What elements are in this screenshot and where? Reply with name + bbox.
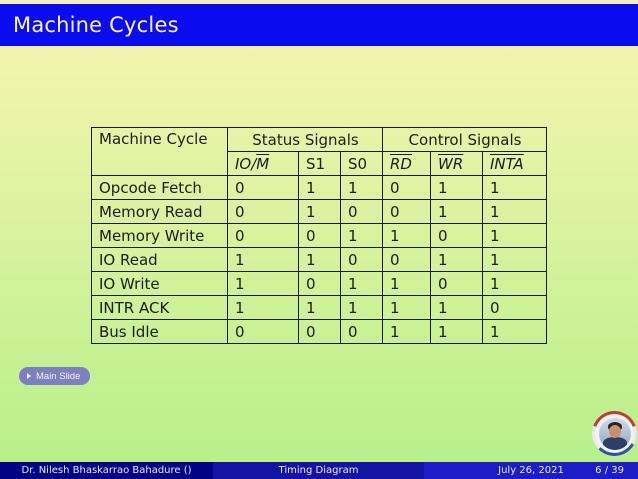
signal-value-cell: 0 bbox=[340, 319, 383, 344]
signal-header: RD bbox=[382, 151, 431, 176]
play-triangle-icon bbox=[27, 373, 31, 379]
column-group-control-signals: Control Signals bbox=[382, 127, 547, 152]
machine-cycle-name: Memory Write bbox=[91, 223, 228, 248]
signal-header: S0 bbox=[340, 151, 383, 176]
signal-value-cell: 0 bbox=[298, 223, 341, 248]
signal-value-cell: 0 bbox=[340, 199, 383, 224]
machine-cycle-name: IO Write bbox=[91, 271, 228, 296]
signal-value-cell: 1 bbox=[340, 295, 383, 320]
signal-value-cell: 1 bbox=[298, 199, 341, 224]
signal-value-cell: 0 bbox=[430, 223, 483, 248]
signal-value-cell: 1 bbox=[482, 247, 547, 272]
avatar-shirt bbox=[602, 436, 627, 450]
signal-value-cell: 0 bbox=[430, 271, 483, 296]
avatar-face bbox=[608, 424, 621, 438]
machine-cycle-name: Opcode Fetch bbox=[91, 175, 228, 200]
signal-value-cell: 0 bbox=[227, 319, 299, 344]
signal-value-cell: 1 bbox=[382, 319, 431, 344]
signal-value-cell: 0 bbox=[227, 175, 299, 200]
signal-value-cell: 1 bbox=[340, 271, 383, 296]
table-body: Machine Cycle Status Signals Control Sig… bbox=[91, 127, 547, 344]
avatar-ring bbox=[595, 414, 634, 453]
signal-value-cell: 1 bbox=[382, 271, 431, 296]
signal-header: WR bbox=[430, 151, 483, 176]
signal-value-cell: 1 bbox=[430, 247, 483, 272]
signal-value-cell: 1 bbox=[340, 223, 383, 248]
main-slide-button[interactable]: Main Slide bbox=[19, 367, 91, 385]
signal-value-cell: 1 bbox=[430, 175, 483, 200]
signal-header: IO/M bbox=[227, 151, 299, 176]
signal-value-cell: 1 bbox=[227, 271, 299, 296]
signal-value-cell: 0 bbox=[382, 199, 431, 224]
signal-value-cell: 0 bbox=[482, 295, 547, 320]
footer-bar: Dr. Nilesh Bhaskarrao Bahadure () Timing… bbox=[0, 462, 638, 479]
signal-value-cell: 1 bbox=[227, 247, 299, 272]
author-avatar bbox=[592, 411, 637, 456]
column-header-machine-cycle: Machine Cycle bbox=[91, 127, 228, 176]
signal-value-cell: 1 bbox=[382, 295, 431, 320]
signal-value-cell: 1 bbox=[227, 295, 299, 320]
signal-value-cell: 1 bbox=[482, 271, 547, 296]
machine-cycle-name: INTR ACK bbox=[91, 295, 228, 320]
footer-short-title: Timing Diagram bbox=[213, 462, 424, 479]
signal-value-cell: 1 bbox=[482, 223, 547, 248]
signal-value-cell: 1 bbox=[298, 247, 341, 272]
slide-title-bar: Machine Cycles bbox=[0, 4, 638, 46]
signal-value-cell: 0 bbox=[382, 247, 431, 272]
signal-value-cell: 0 bbox=[340, 247, 383, 272]
signal-value-cell: 1 bbox=[298, 175, 341, 200]
signal-value-cell: 1 bbox=[298, 295, 341, 320]
main-slide-button-label: Main Slide bbox=[36, 370, 81, 382]
machine-cycle-name: Memory Read bbox=[91, 199, 228, 224]
signal-value-cell: 0 bbox=[382, 175, 431, 200]
signal-value-cell: 0 bbox=[227, 199, 299, 224]
signal-value-cell: 0 bbox=[298, 271, 341, 296]
signal-header: S1 bbox=[298, 151, 341, 176]
footer-author: Dr. Nilesh Bhaskarrao Bahadure () bbox=[0, 462, 213, 479]
machine-cycle-table: Machine Cycle Status Signals Control Sig… bbox=[91, 127, 547, 344]
signal-value-cell: 1 bbox=[382, 223, 431, 248]
machine-cycle-name: Bus Idle bbox=[91, 319, 228, 344]
signal-value-cell: 1 bbox=[430, 295, 483, 320]
signal-header: INTA bbox=[482, 151, 547, 176]
signal-value-cell: 1 bbox=[430, 199, 483, 224]
machine-cycle-name: IO Read bbox=[91, 247, 228, 272]
slide-title: Machine Cycles bbox=[13, 13, 179, 37]
footer-date-segment: July 26, 2021 6 / 39 bbox=[424, 462, 638, 479]
footer-page-number: 6 / 39 bbox=[595, 465, 624, 476]
signal-value-cell: 1 bbox=[482, 175, 547, 200]
signal-value-cell: 1 bbox=[430, 319, 483, 344]
signal-value-cell: 1 bbox=[340, 175, 383, 200]
signal-value-cell: 0 bbox=[298, 319, 341, 344]
avatar-photo bbox=[598, 417, 631, 450]
table-group-header-row: Machine Cycle Status Signals Control Sig… bbox=[91, 127, 547, 176]
signal-value-cell: 1 bbox=[482, 199, 547, 224]
signal-value-cell: 1 bbox=[482, 319, 547, 344]
footer-date: July 26, 2021 bbox=[498, 465, 564, 476]
signal-value-cell: 0 bbox=[227, 223, 299, 248]
column-group-status-signals: Status Signals bbox=[227, 127, 383, 152]
